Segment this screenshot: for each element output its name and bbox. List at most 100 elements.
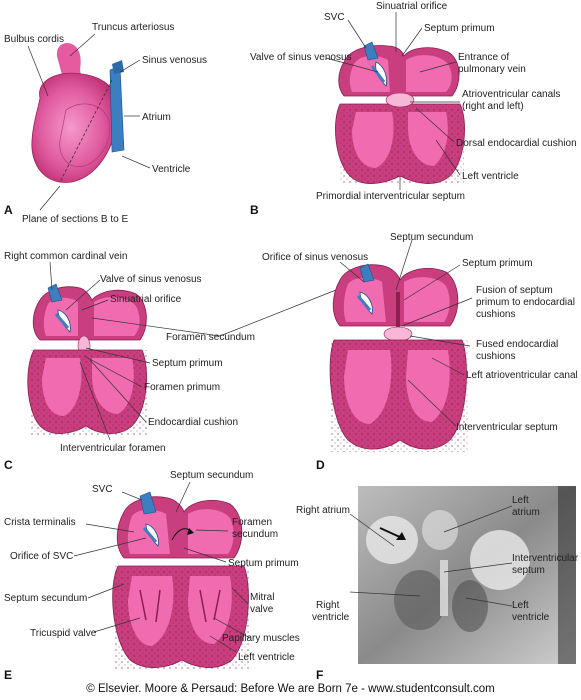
c-label-foramen-secundum: Foramen secundum	[166, 332, 255, 343]
c-label-endocardial-cushion: Endocardial cushion	[148, 417, 238, 428]
e-label-septum-secundum-top: Septum secundum	[170, 470, 253, 481]
f-label-left-atrium-2: atrium	[512, 507, 540, 518]
heart-body-shape	[31, 72, 120, 183]
d-right-ventricle-lumen	[344, 350, 392, 424]
c-label-septum-primum: Septum primum	[152, 358, 223, 369]
b-label-entrance-2: pulmonary vein	[458, 64, 526, 75]
d-label-septum-secundum: Septum secundum	[390, 232, 473, 243]
section-plane-line	[59, 79, 113, 183]
e-label-crista-terminalis: Crista terminalis	[4, 517, 76, 528]
panel-letter-f: F	[316, 668, 323, 682]
e-flow-arrowhead	[187, 528, 194, 535]
f-label-iv-septum-1: Interventricular	[512, 553, 579, 564]
c-label-foramen-primum: Foramen primum	[144, 382, 220, 393]
d-label-left-av-canal: Left atrioventricular canal	[466, 370, 578, 381]
c-label-iv-foramen: Interventricular foramen	[60, 443, 166, 454]
f-bright-region-3	[470, 530, 530, 590]
e-label-foramen-1: Foramen	[232, 517, 272, 528]
e-label-foramen-2: secundum	[232, 529, 278, 540]
d-valve-blue	[356, 295, 372, 311]
panel-f: Right atrium Left atrium Interventricula…	[296, 486, 579, 682]
b-label-primordial-iv-septum: Primordial interventricular septum	[316, 191, 465, 202]
c-label-valve-sinus-venosus: Valve of sinus venosus	[100, 274, 202, 285]
e-label-septum-secundum-left: Septum secundum	[4, 593, 87, 604]
d-label-fusion-1: Fusion of septum	[476, 285, 553, 296]
f-bright-region-1	[366, 516, 418, 564]
b-label-valve-sinus-venosus: Valve of sinus venosus	[250, 52, 352, 63]
c-left-ventricle-lumen	[92, 358, 134, 414]
label-bulbus-cordis: Bulbus cordis	[4, 34, 64, 45]
f-label-iv-septum-2: septum	[512, 565, 545, 576]
f-bright-region-2	[422, 510, 458, 550]
panel-letter-c: C	[4, 458, 13, 472]
label-plane: Plane of sections B to E	[22, 214, 129, 225]
f-label-left-ventricle-2: ventricle	[512, 612, 550, 623]
d-left-atrium-lumen	[404, 277, 450, 322]
c-right-ventricle-lumen	[42, 358, 82, 416]
b-left-atrium-lumen	[406, 55, 452, 92]
panel-b: SVC Sinuatrial orifice Septum primum Val…	[250, 1, 577, 217]
b-valve-blue	[370, 65, 386, 83]
d-label-fused-cushions-2: cushions	[476, 351, 515, 362]
c-left-atrium-lumen	[94, 297, 140, 336]
d-fused-cushions-shape	[383, 326, 413, 342]
e-label-mitral-1: Mitral	[250, 592, 274, 603]
e-label-left-ventricle: Left ventricle	[238, 652, 295, 663]
panel-a: Bulbus cordis Truncus arteriosus Sinus v…	[4, 22, 207, 225]
b-right-ventricle-lumen	[352, 112, 394, 168]
e-left-atrium-lumen	[188, 509, 234, 554]
e-label-mitral-2: valve	[250, 604, 274, 615]
f-dark-region-2	[452, 580, 488, 632]
e-left-ventricle-lumen	[188, 576, 232, 644]
e-label-orifice-svc: Orifice of SVC	[10, 551, 73, 562]
f-right-dark-band	[558, 486, 576, 664]
b-label-left-ventricle: Left ventricle	[462, 171, 519, 182]
panel-letter-b: B	[250, 203, 259, 217]
f-label-right-ventricle-1: Right	[316, 600, 340, 611]
f-label-right-atrium: Right atrium	[296, 505, 350, 516]
b-label-svc: SVC	[324, 12, 345, 23]
b-label-sinuatrial-orifice: Sinuatrial orifice	[376, 1, 448, 12]
b-label-entrance-1: Entrance of	[458, 52, 509, 63]
panel-letter-a: A	[4, 203, 13, 217]
f-label-left-ventricle-1: Left	[512, 600, 529, 611]
d-label-orifice-sinus-venosus: Orifice of sinus venosus	[262, 252, 368, 263]
label-truncus-arteriosus: Truncus arteriosus	[92, 22, 174, 33]
c-label-cardinal-vein: Right common cardinal vein	[4, 251, 127, 262]
d-svc-vessel	[359, 263, 375, 283]
e-valve-blue	[142, 527, 158, 543]
b-left-ventricle-lumen	[408, 112, 448, 166]
copyright-notice: © Elsevier. Moore & Persaud: Before We a…	[86, 683, 495, 695]
d-label-iv-septum: Interventricular septum	[456, 422, 558, 433]
c-label-sinuatrial-orifice: Sinuatrial orifice	[110, 294, 182, 305]
d-label-septum-primum: Septum primum	[462, 258, 533, 269]
sinus-venosus-vessel	[109, 65, 125, 153]
e-label-papillary: Papillary muscles	[222, 633, 300, 644]
f-arrow-line	[379, 527, 403, 539]
f-septum-bright	[440, 560, 448, 616]
panel-c: Right common cardinal vein Valve of sinu…	[4, 251, 337, 472]
b-endocardial-cushion	[385, 92, 415, 108]
ventricle-outline	[59, 103, 111, 168]
b-label-av-canals-2: (right and left)	[462, 101, 524, 112]
panel-letter-d: D	[316, 458, 325, 472]
b-label-septum-primum: Septum primum	[424, 23, 495, 34]
b-svc-vessel	[363, 41, 379, 61]
d-label-fusion-3: cushions	[476, 309, 515, 320]
f-label-left-atrium-1: Left	[512, 495, 529, 506]
d-label-fused-cushions-1: Fused endocardial	[476, 339, 558, 350]
label-sinus-venosus: Sinus venosus	[142, 55, 207, 66]
e-label-tricuspid: Tricuspid valve	[30, 628, 97, 639]
b-label-dorsal-cushion: Dorsal endocardial cushion	[456, 138, 577, 149]
f-ultrasound-image	[358, 486, 576, 664]
e-papillary-muscles-shape	[139, 589, 221, 623]
f-dark-region-1	[394, 570, 446, 630]
c-cardinal-vein	[47, 283, 63, 303]
e-svc-vessel	[139, 491, 157, 515]
panel-letter-e: E	[4, 668, 12, 682]
e-label-septum-primum: Septum primum	[228, 558, 299, 569]
d-septum-primum-shape	[396, 292, 400, 332]
panel-e: Septum secundum SVC Crista terminalis Fo…	[4, 470, 300, 682]
d-label-fusion-2: primum to endocardial	[476, 297, 575, 308]
